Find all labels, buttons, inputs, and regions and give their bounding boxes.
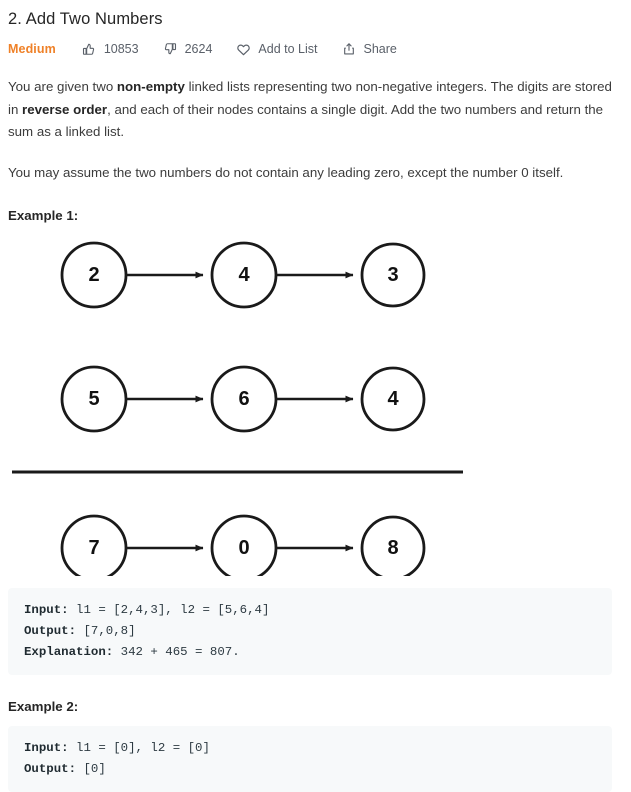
code-line-output: Output: [0]	[24, 759, 598, 780]
code-label-input: Input:	[24, 603, 69, 617]
code-value-explanation: 342 + 465 = 807.	[113, 645, 240, 659]
node-value: 5	[88, 388, 99, 410]
dislikes-count: 2624	[184, 42, 213, 56]
add-to-list-button[interactable]: Add to List	[236, 42, 317, 57]
code-line-output: Output: [7,0,8]	[24, 621, 598, 642]
likes-count: 10853	[103, 42, 139, 56]
problem-description-paragraph-1: You are given two non-empty linked lists…	[8, 58, 615, 144]
code-label-input: Input:	[24, 741, 69, 755]
code-label-explanation: Explanation:	[24, 645, 114, 659]
example-2-heading: Example 2:	[8, 699, 79, 714]
node-value: 7	[88, 537, 99, 559]
node-value: 4	[238, 264, 250, 286]
diagram-row-addend-1: 2 4 3	[60, 241, 426, 309]
example-1-code-block: Input: l1 = [2,4,3], l2 = [5,6,4] Output…	[8, 588, 612, 675]
code-value-input: l1 = [2,4,3], l2 = [5,6,4]	[68, 603, 270, 617]
share-button[interactable]: Share	[341, 42, 397, 57]
node-value: 6	[238, 388, 249, 410]
desc-bold-reverse-order: reverse order	[22, 101, 108, 117]
node-value: 2	[88, 264, 99, 286]
thumbs-up-icon	[82, 42, 97, 57]
code-line-explanation: Explanation: 342 + 465 = 807.	[24, 642, 598, 663]
code-value-output: [0]	[76, 762, 106, 776]
code-label-output: Output:	[24, 624, 77, 638]
dislikes-button[interactable]: 2624	[163, 42, 213, 57]
node-value: 8	[387, 537, 398, 559]
desc-bold-non-empty: non-empty	[116, 79, 185, 94]
diagram-row-sum: 7 0 8	[60, 514, 426, 576]
code-line-input: Input: l1 = [2,4,3], l2 = [5,6,4]	[24, 600, 598, 621]
code-label-output: Output:	[24, 762, 77, 776]
node-value: 3	[387, 264, 398, 286]
linked-list-svg: 2 4 3 5 6 4	[12, 241, 463, 576]
example-1-heading: Example 1:	[8, 208, 79, 223]
code-value-input: l1 = [0], l2 = [0]	[68, 741, 210, 755]
share-label: Share	[363, 42, 397, 56]
desc-text-2: linked lists representing two non-negati…	[8, 79, 612, 117]
desc-text-1: You are given two	[8, 79, 117, 94]
diagram-row-addend-2: 5 6 4	[60, 365, 426, 433]
node-value: 4	[387, 388, 399, 410]
problem-description-paragraph-2: You may assume the two numbers do not co…	[8, 164, 564, 180]
problem-meta-row: Medium 10853 2624	[8, 40, 623, 58]
page-title: 2. Add Two Numbers	[8, 10, 163, 28]
desc-text-3: , and each of their nodes contains a sin…	[8, 101, 604, 140]
code-value-output: [7,0,8]	[76, 624, 136, 638]
share-icon	[341, 42, 356, 57]
thumbs-down-icon	[163, 42, 178, 57]
node-value: 0	[238, 537, 249, 559]
linked-list-diagram: 2 4 3 5 6 4	[8, 231, 623, 576]
likes-button[interactable]: 10853	[82, 42, 139, 57]
add-to-list-label: Add to List	[258, 42, 318, 56]
heart-outline-icon	[236, 42, 251, 57]
difficulty-badge: Medium	[8, 42, 56, 56]
code-line-input: Input: l1 = [0], l2 = [0]	[24, 738, 598, 759]
example-2-code-block: Input: l1 = [0], l2 = [0] Output: [0]	[8, 726, 612, 792]
